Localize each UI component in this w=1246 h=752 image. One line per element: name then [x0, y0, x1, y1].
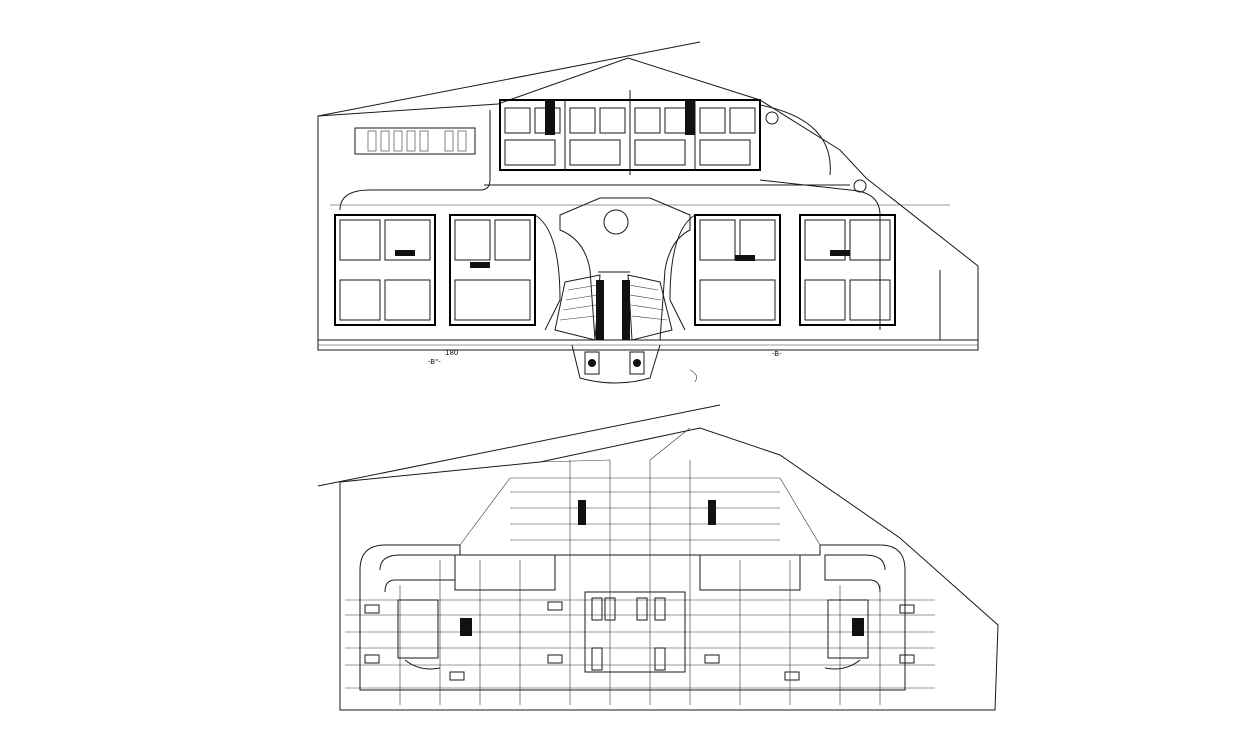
- structural-grid: [345, 460, 935, 705]
- entrance-steps: [554, 274, 673, 341]
- top-block: [499, 90, 761, 175]
- left-wing: [334, 214, 561, 331]
- parking-row: [354, 127, 476, 155]
- section-label-left: -B"-: [428, 358, 441, 366]
- section-label-right: -B-: [772, 350, 782, 358]
- upper-floor-plan: -B"- 180 -B-: [317, 41, 979, 384]
- forecourt: [571, 344, 661, 384]
- site-boundary-lower: [339, 427, 999, 711]
- ramps: [379, 554, 886, 670]
- central-plaza: [559, 197, 691, 341]
- site-boundary: [317, 57, 979, 351]
- basement-outline: [359, 544, 906, 691]
- parked-cars: [364, 597, 915, 681]
- lower-floor-plan: [317, 404, 999, 711]
- right-wing: [669, 214, 896, 331]
- dimension-label: 180: [445, 349, 458, 357]
